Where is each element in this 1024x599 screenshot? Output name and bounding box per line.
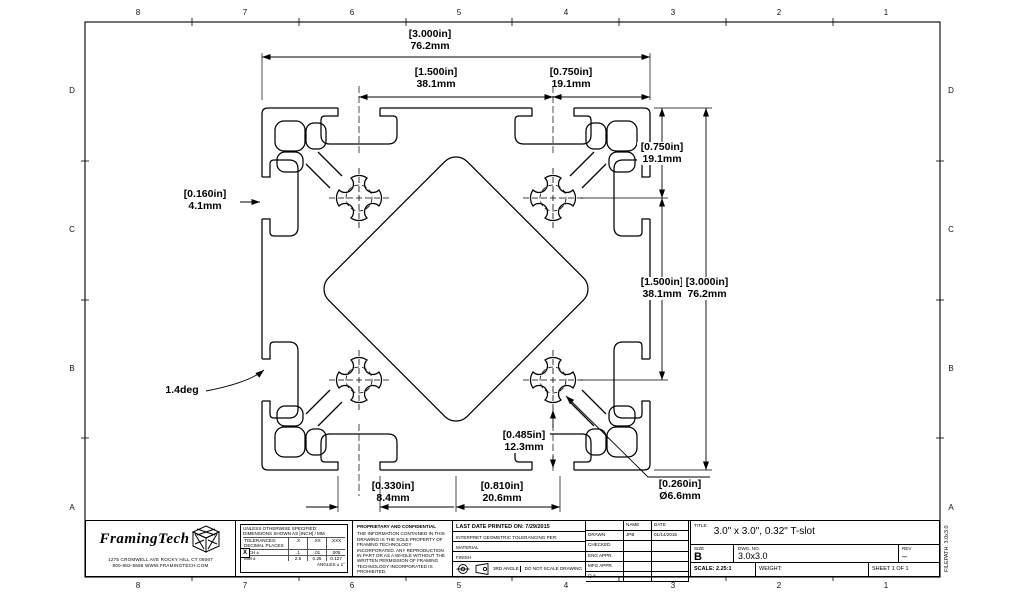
print-date-note: LAST DATE PRINTED ON: 7/29/2015 [453,521,585,532]
dim-bottom-0330: [0.330in]8.4mm [371,480,415,504]
interpret-note: INTERPRET GEOMETRIC TOLERANCING PER: [453,532,585,542]
tolerance-header-row: TOLERANCES: DECIMAL PLACES .X .XX .XXX [243,536,345,549]
third-angle-projection-icon [456,563,489,575]
dim-depth-0485: [0.485in]12.3mm [498,429,550,453]
dim-right-0750: [0.750in]19.1mm [637,141,687,165]
zone-col-bot-7: 7 [242,581,248,590]
dim-bottom-0810: [0.810in]20.6mm [480,480,524,504]
framingtech-cube-logo-icon [192,525,221,553]
dim-hole-0260: [0.260in]Ø6.6mm [658,478,702,502]
tolerance-cell: UNLESS OTHERWISE SPECIFIED: DIMENSIONS S… [235,520,353,577]
proprietary-cell: PROPRIETARY AND CONFIDENTIAL THE INFORMA… [352,520,453,577]
approvals-date-header: DATE [652,521,689,532]
zone-row-left-d: D [69,86,75,95]
size-value: B [694,551,702,563]
dim-top-0750: [0.750in]19.1mm [549,66,593,90]
tolerance-inch-row: INCH ± .1 .01 .005 [243,548,345,556]
tolerance-note: UNLESS OTHERWISE SPECIFIED: DIMENSIONS S… [243,526,325,537]
zone-col-bot-5: 5 [456,581,462,590]
leader-hole-0260 [565,395,710,478]
company-logo-text: FramingTech [99,530,190,547]
approval-row-drawn-label: DRAWN [586,531,624,542]
approvals-name-header: NAME [624,521,652,532]
dim-top-1500: [1.500in]38.1mm [414,66,458,90]
material-label: MATERIAL [453,542,585,552]
zone-col-bot-4: 4 [563,581,569,590]
dim-angle: 1.4deg [165,384,199,396]
zone-row-right-d: D [948,86,954,95]
zone-col-top-1: 1 [883,8,889,17]
scale-value: SCALE: 2.25:1 [691,563,756,576]
zone-col-bot-2: 2 [776,581,782,590]
tolerance-box: UNLESS OTHERWISE SPECIFIED: DIMENSIONS S… [240,524,348,573]
zone-col-top-6: 6 [349,8,355,17]
zone-col-top-4: 4 [563,8,569,17]
zone-col-bot-1: 1 [883,581,889,590]
finish-label: FINISH [453,552,585,562]
proprietary-heading: PROPRIETARY AND CONFIDENTIAL [357,524,437,529]
tolerance-mm-row: MM ± 2.5 0.25 0.127 [243,555,345,562]
zone-col-top-8: 8 [135,8,141,17]
profile-outline [261,107,651,471]
zone-row-right-a: A [948,503,954,512]
dim-right-3000: [3.000in]76.2mm [682,276,732,300]
zone-col-bot-6: 6 [349,581,355,590]
weight-label: WEIGHT: [756,563,869,576]
zone-col-top-2: 2 [776,8,782,17]
rev-label: REV [902,546,912,551]
projection-label: 3RD ANGLE [493,566,519,572]
zone-row-left-a: A [69,503,75,512]
dwg-no-value: 3.0x3.0 [738,551,768,561]
zone-col-top-5: 5 [456,8,462,17]
dim-right-1500: [1.500in]38.1mm [637,276,687,300]
zone-col-top-7: 7 [242,8,248,17]
tolerance-angles: ANGLES ± 1° [316,562,345,568]
do-not-scale-note: DO NOT SCALE DRAWING [519,566,582,572]
corner-features [274,120,638,458]
dim-wall-0160: [0.160in]4.1mm [183,188,227,212]
t-slot-cavities [261,107,651,471]
filepath-note: FILEPATH: 3.0x3.0 [944,525,950,572]
approval-row-drawn-name: JPB [624,531,652,542]
sheet-value: SHEET 1 OF 1 [872,566,909,572]
drawing-info-cell: LAST DATE PRINTED ON: 7/29/2015 INTERPRE… [452,520,586,577]
approval-row-checked-label: CHECKED [586,541,624,552]
rev-value: – [902,551,908,561]
zone-row-right-c: C [948,225,954,234]
units-checkbox: X [240,548,250,558]
zone-col-top-3: 3 [670,8,676,17]
approvals-cell: NAME DATE DRAWN JPB 01/14/2015 CHECKED E… [585,520,691,583]
title-cell: TITLE: 3.0" x 3.0", 0.32" T-slot SIZE B … [690,520,940,577]
company-address-line2: 800-882-5688 WWW.FRAMINGTECH.COM [112,562,209,568]
proprietary-body: THE INFORMATION CONTAINED IN THIS DRAWIN… [357,531,445,575]
zone-row-left-b: B [69,364,75,373]
approval-row-drawn-date: 01/14/2015 [652,531,689,542]
logo-cell: FramingTech 1275 CROMWELL AVE ROCKY HILL… [85,520,236,577]
company-address-line1: 1275 CROMWELL AVE ROCKY HILL CT 06067 [108,557,213,562]
approval-row-engappr-label: ENG APPR. [586,551,624,562]
zone-row-right-b: B [948,364,954,373]
center-cavity [323,156,589,422]
dwg-no-label: DWG. NO. [738,546,760,551]
title-label: TITLE: [694,523,708,528]
extrusion-profile [261,86,651,496]
size-label: SIZE [694,546,705,551]
zone-col-bot-8: 8 [135,581,141,590]
screw-bosses [328,167,584,411]
dim-top-3000: [3.000in]76.2mm [408,28,452,52]
approval-row-mfgappr-label: MFG APPR. [586,561,624,572]
drawing-title: 3.0" x 3.0", 0.32" T-slot [713,526,815,537]
zone-row-left-c: C [69,225,75,234]
leader-angle [205,369,265,392]
approval-row-qa-label: Q.A. [586,571,624,583]
zone-col-bot-3: 3 [670,581,676,590]
